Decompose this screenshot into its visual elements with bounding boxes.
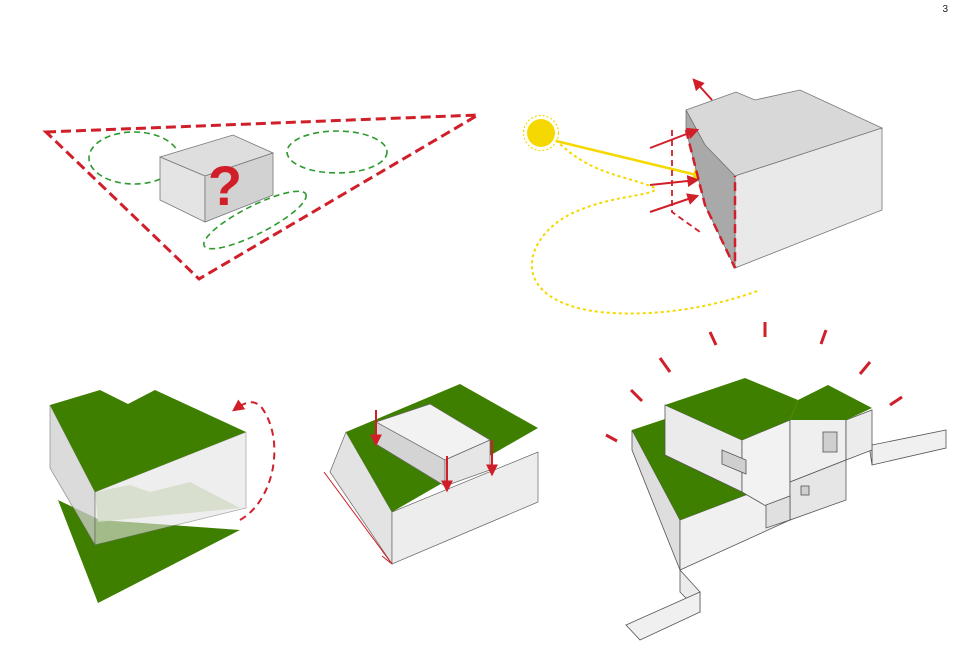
site-boundary xyxy=(42,113,479,281)
oriented-volume xyxy=(685,89,884,269)
push-arrow-icon-3 xyxy=(649,193,700,213)
question-mark-icon: ? xyxy=(208,154,242,217)
building-volume xyxy=(158,134,275,223)
sun-icon xyxy=(527,119,555,147)
carved-volume-panel xyxy=(323,384,539,566)
push-arrow-icon xyxy=(649,127,700,149)
page-number: 3 xyxy=(942,4,948,15)
site-analysis-panel: ? xyxy=(42,113,479,281)
rotation-arrow-icon xyxy=(232,399,276,521)
final-building-panel xyxy=(605,322,947,641)
roof-green-plane xyxy=(50,390,246,492)
cut-line xyxy=(671,130,701,233)
window-small xyxy=(800,485,810,496)
site-wall-right xyxy=(871,429,947,466)
balcony-opening xyxy=(721,449,747,475)
sun-orientation-panel xyxy=(522,78,884,315)
sun-halo xyxy=(522,114,560,152)
rotate-out-arrow xyxy=(692,78,713,101)
green-roof-fold-panel xyxy=(49,390,276,603)
sun-ray-arrow xyxy=(555,139,708,182)
green-zone-right xyxy=(286,130,388,174)
green-zone-bottom xyxy=(203,190,307,250)
side-green-roof xyxy=(790,385,872,420)
view-rays xyxy=(605,322,903,443)
window xyxy=(822,431,838,453)
view-ray-icon xyxy=(605,433,618,443)
upper-green-roof xyxy=(665,378,798,440)
push-arrow-icon-2 xyxy=(649,175,700,187)
cut-edge xyxy=(684,129,737,269)
sun-path-curve xyxy=(530,139,761,315)
